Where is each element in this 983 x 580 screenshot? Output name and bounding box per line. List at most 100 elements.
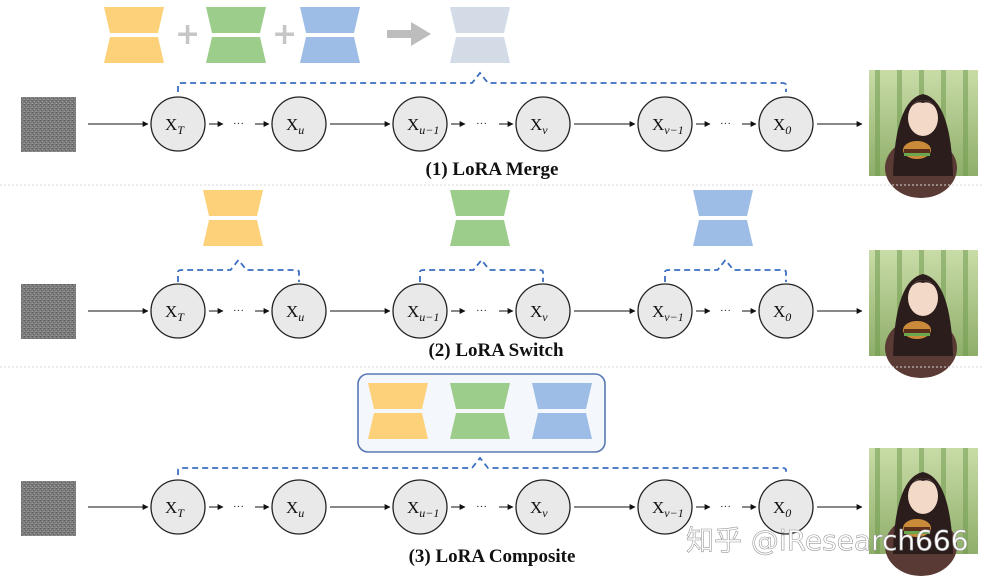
node-subscript: v−1 bbox=[664, 123, 683, 137]
latent-node-3: Xv bbox=[515, 96, 571, 152]
lora-module-blue bbox=[693, 190, 753, 246]
node-subscript: T bbox=[177, 123, 185, 137]
lora-module-yellow-lower bbox=[368, 413, 428, 439]
ellipsis-connector: ··· bbox=[209, 305, 270, 317]
lora-attach-dashed-line bbox=[177, 258, 300, 282]
lora-module-green-lower bbox=[450, 220, 510, 246]
latent-node-5: X0 bbox=[758, 96, 814, 152]
plus-icon: + bbox=[175, 17, 200, 52]
node-subscript: T bbox=[177, 310, 185, 324]
latent-node-1: Xu bbox=[271, 283, 327, 339]
ellipsis-label: ··· bbox=[233, 118, 244, 130]
lora-attach-dashed-line bbox=[177, 456, 787, 475]
latent-node-4: Xv−1 bbox=[637, 479, 693, 535]
node-subscript: 0 bbox=[785, 123, 791, 137]
ellipsis-connector: ··· bbox=[451, 305, 514, 317]
lora-module-green-lower bbox=[450, 413, 510, 439]
merge-arrow-icon bbox=[387, 22, 431, 46]
latent-node-5: X0 bbox=[758, 479, 814, 535]
lora-module-yellow bbox=[104, 7, 164, 63]
lora-module-blue-upper bbox=[300, 7, 360, 33]
node-subscript: v−1 bbox=[664, 506, 683, 520]
latent-node-1: Xu bbox=[271, 479, 327, 535]
ellipsis-label: ··· bbox=[720, 501, 731, 513]
lora-module-blue-lower bbox=[300, 37, 360, 63]
lora-module-blue bbox=[532, 383, 592, 439]
lora-module-green-upper bbox=[450, 383, 510, 409]
lora-module-merged bbox=[450, 7, 510, 63]
latent-node-2: Xu−1 bbox=[392, 283, 448, 339]
lora-module-green bbox=[450, 383, 510, 439]
latent-node-0: XT bbox=[150, 479, 206, 535]
node-subscript: u−1 bbox=[419, 123, 439, 137]
lora-attach-dashed-line bbox=[177, 71, 787, 92]
lora-module-green bbox=[206, 7, 266, 63]
latent-node-3: Xv bbox=[515, 283, 571, 339]
generated-output-image bbox=[869, 448, 978, 576]
lora-module-blue-lower bbox=[693, 220, 753, 246]
lora-module-green-upper bbox=[450, 190, 510, 216]
lora-module-merged-lower bbox=[450, 37, 510, 63]
lora-module-green bbox=[450, 190, 510, 246]
latent-node-4: Xv−1 bbox=[637, 283, 693, 339]
ellipsis-label: ··· bbox=[476, 501, 487, 513]
ellipsis-label: ··· bbox=[233, 501, 244, 513]
generated-output-image bbox=[869, 70, 978, 198]
section-lora-composite: ··· ··· ··· XT Xu Xu−1 Xv Xv−1 X0 (3) LoRA Compos… bbox=[21, 373, 978, 576]
node-subscript: u bbox=[298, 310, 304, 324]
ellipsis-connector: ··· bbox=[209, 501, 270, 513]
latent-node-2: Xu−1 bbox=[392, 96, 448, 152]
lora-module-blue-upper bbox=[693, 190, 753, 216]
node-subscript: u bbox=[298, 123, 304, 137]
section-title: (3) LoRA Composite bbox=[409, 546, 576, 567]
lora-module-yellow-lower bbox=[203, 220, 263, 246]
lora-attach-dashed-line bbox=[419, 258, 544, 282]
lora-module-yellow-upper bbox=[104, 7, 164, 33]
lora-module-blue-upper bbox=[532, 383, 592, 409]
ellipsis-connector: ··· bbox=[451, 118, 514, 130]
latent-node-0: XT bbox=[150, 283, 206, 339]
ellipsis-connector: ··· bbox=[696, 118, 757, 130]
lora-module-blue-lower bbox=[532, 413, 592, 439]
lora-module-yellow bbox=[368, 383, 428, 439]
latent-node-2: Xu−1 bbox=[392, 479, 448, 535]
section-title: (1) LoRA Merge bbox=[426, 159, 559, 180]
node-subscript: u bbox=[298, 506, 304, 520]
ellipsis-label: ··· bbox=[720, 305, 731, 317]
node-subscript: T bbox=[177, 506, 185, 520]
latent-node-5: X0 bbox=[758, 283, 814, 339]
lora-attach-dashed-line bbox=[664, 258, 787, 282]
node-subscript: 0 bbox=[785, 506, 791, 520]
lora-module-yellow-upper bbox=[368, 383, 428, 409]
ellipsis-label: ··· bbox=[476, 305, 487, 317]
lora-module-yellow-upper bbox=[203, 190, 263, 216]
lora-module-blue bbox=[300, 7, 360, 63]
lora-module-yellow-lower bbox=[104, 37, 164, 63]
section-lora-switch: ··· ··· ··· XT Xu Xu−1 Xv Xv−1 X0 (2) LoRA Switch bbox=[21, 190, 978, 378]
latent-node-0: XT bbox=[150, 96, 206, 152]
node-subscript: v bbox=[542, 123, 548, 137]
lora-module-merged-upper bbox=[450, 7, 510, 33]
noise-input-image bbox=[21, 97, 76, 152]
ellipsis-connector: ··· bbox=[696, 305, 757, 317]
ellipsis-connector: ··· bbox=[451, 501, 514, 513]
node-subscript: u−1 bbox=[419, 506, 439, 520]
latent-node-3: Xv bbox=[515, 479, 571, 535]
node-subscript: u−1 bbox=[419, 310, 439, 324]
ellipsis-label: ··· bbox=[720, 118, 731, 130]
latent-node-4: Xv−1 bbox=[637, 96, 693, 152]
plus-icon: + bbox=[272, 17, 297, 52]
node-subscript: v bbox=[542, 506, 548, 520]
ellipsis-connector: ··· bbox=[696, 501, 757, 513]
section-title: (2) LoRA Switch bbox=[428, 340, 564, 361]
ellipsis-label: ··· bbox=[476, 118, 487, 130]
noise-input-image bbox=[21, 284, 76, 339]
ellipsis-label: ··· bbox=[233, 305, 244, 317]
lora-module-green-lower bbox=[206, 37, 266, 63]
section-lora-merge: ··· ··· ··· XT Xu Xu−1 Xv Xv−1 X0 + + (1) LoRA Merg… bbox=[21, 7, 978, 198]
watermark: 知乎 @iResearch666 bbox=[686, 524, 969, 558]
node-subscript: 0 bbox=[785, 310, 791, 324]
lora-module-green-upper bbox=[206, 7, 266, 33]
latent-node-1: Xu bbox=[271, 96, 327, 152]
